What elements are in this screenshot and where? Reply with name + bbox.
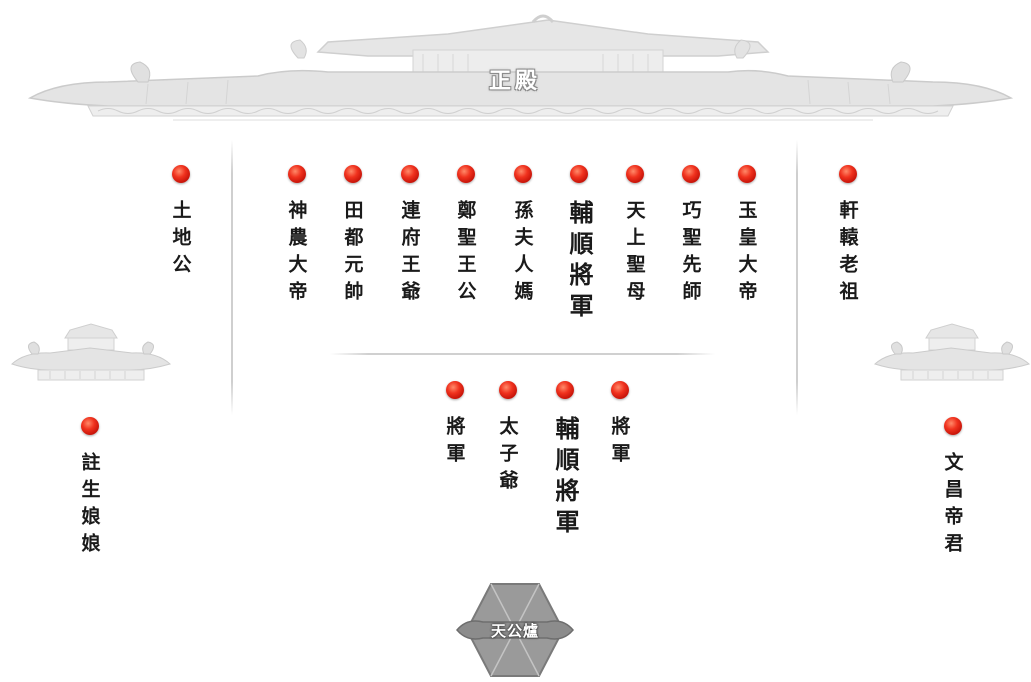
position-marker (401, 165, 419, 183)
deity-name: 孫夫人媽 (511, 200, 534, 308)
deity-tianshang: 天上聖母 (618, 165, 652, 308)
deity-zheng: 鄭聖王公 (449, 165, 483, 308)
deity-tiandu: 田都元帥 (336, 165, 370, 308)
right-shrine-roof (873, 320, 1031, 386)
deity-name: 玉皇大帝 (735, 200, 758, 308)
position-marker (556, 381, 574, 399)
deity-name: 鄭聖王公 (454, 200, 477, 308)
deity-jiangjun-right: 將軍 (603, 381, 637, 470)
deity-qiaosheng: 巧聖先師 (674, 165, 708, 308)
deity-tudigong: 土地公 (164, 165, 198, 281)
deity-jiangjun-left: 將軍 (438, 381, 472, 470)
deity-wenchang: 文昌帝君 (936, 417, 970, 560)
deity-name: 田都元帥 (341, 200, 364, 308)
deity-zhusheng: 註生娘娘 (73, 417, 107, 560)
deity-lianfu: 連府王爺 (393, 165, 427, 308)
left-shrine-roof (10, 320, 172, 386)
deity-name: 將軍 (608, 416, 631, 470)
position-marker (172, 165, 190, 183)
incense-burner-label: 天公爐 (490, 622, 539, 640)
main-hall-title: 正殿 (488, 68, 541, 94)
deity-name: 將軍 (443, 416, 466, 470)
deity-name: 連府王爺 (398, 200, 421, 308)
deity-name: 土地公 (169, 200, 192, 281)
deity-name: 文昌帝君 (941, 452, 964, 560)
position-marker (682, 165, 700, 183)
position-marker (344, 165, 362, 183)
deity-name: 神農大帝 (285, 200, 308, 308)
main-hall-roof (28, 12, 1013, 132)
deity-name: 天上聖母 (623, 200, 646, 308)
deity-name: 輔順將軍 (551, 416, 580, 540)
position-marker (457, 165, 475, 183)
position-marker (499, 381, 517, 399)
deity-name: 軒轅老祖 (836, 200, 859, 308)
altar-divider (330, 353, 715, 355)
position-marker (626, 165, 644, 183)
position-marker (446, 381, 464, 399)
deity-yuhuang: 玉皇大帝 (730, 165, 764, 308)
deity-name: 註生娘娘 (78, 452, 101, 560)
deity-name: 巧聖先師 (679, 200, 702, 308)
deity-xuanyuan: 軒轅老祖 (831, 165, 865, 308)
deity-fushun: 輔順將軍 (562, 165, 596, 324)
deity-sun: 孫夫人媽 (506, 165, 540, 308)
position-marker (839, 165, 857, 183)
position-marker (288, 165, 306, 183)
right-divider (796, 140, 798, 415)
position-marker (570, 165, 588, 183)
deity-shennong: 神農大帝 (280, 165, 314, 308)
deity-taizi: 太子爺 (491, 381, 525, 497)
position-marker (514, 165, 532, 183)
position-marker (738, 165, 756, 183)
deity-name: 太子爺 (496, 416, 519, 497)
position-marker (611, 381, 629, 399)
incense-burner (453, 582, 577, 678)
deity-fushun-lower: 輔順將軍 (548, 381, 582, 540)
position-marker (81, 417, 99, 435)
left-divider (231, 140, 233, 415)
position-marker (944, 417, 962, 435)
deity-name: 輔順將軍 (565, 200, 594, 324)
